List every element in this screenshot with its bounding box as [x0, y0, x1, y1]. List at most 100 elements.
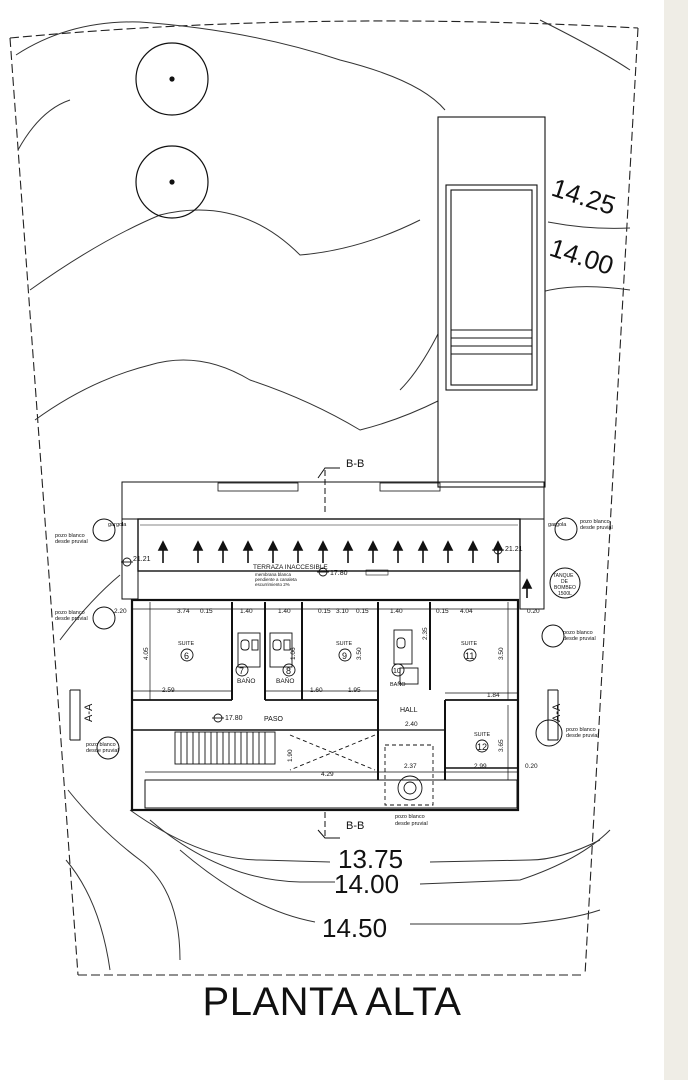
- dim-195: 1.95: [348, 687, 361, 694]
- pozo-label-5: pozo blanco: [86, 742, 116, 748]
- dim-015-d: 0.15: [436, 608, 449, 615]
- level-1780-terrace: 17.80: [330, 570, 348, 577]
- tanque-label-3: BOMBEO: [554, 585, 576, 591]
- room-label-suite-6: SUITE: [178, 641, 195, 647]
- floor-plan-drawing: 14.25 14.00 13.75 14.00 14.50: [9, 19, 639, 976]
- gargola-label-right: gargola: [548, 522, 567, 528]
- pool-block: [437, 116, 546, 488]
- pozo-sub-3: desde pruvial: [55, 616, 88, 622]
- room-label-bano-7: BAÑO: [237, 676, 255, 685]
- pozo-label-6: pozo blanco: [566, 727, 596, 733]
- dimension-lines: [132, 602, 518, 780]
- tree-center-1: [169, 76, 175, 82]
- section-bb-bottom: B-B: [346, 820, 364, 832]
- side-margin-strip: [664, 0, 688, 1080]
- room-label-bano-8: BAÑO: [276, 676, 294, 685]
- terrace-label: TERRAZA INACCESIBLE: [253, 564, 328, 571]
- pozo-sub-7: desde pruvial: [395, 821, 428, 827]
- dim-140-c: 1.40: [390, 608, 403, 615]
- contour-label-1375: 13.75: [338, 844, 403, 874]
- level-2121-right: 21.21: [505, 546, 523, 553]
- dim-350-a: 3.50: [356, 647, 363, 660]
- pozo-label-7: pozo blanco: [395, 814, 425, 820]
- room-num-12: 12: [477, 742, 487, 752]
- room-label-suite-12: SUITE: [474, 732, 491, 738]
- gargola-label-left: gargola: [108, 522, 127, 528]
- dim-259: 2.59: [162, 687, 175, 694]
- section-lines: [69, 467, 559, 839]
- section-aa-left: A-A: [83, 703, 95, 722]
- section-aa-right: A-A: [551, 703, 563, 722]
- dim-405: 4.05: [143, 647, 150, 660]
- dim-160: 1.60: [310, 687, 323, 694]
- dim-240: 2.40: [405, 721, 418, 728]
- pozo-label-2: pozo blanco: [580, 519, 610, 525]
- dim-299: 2.99: [474, 763, 487, 770]
- dim-374: 3.74: [177, 608, 190, 615]
- room-num-6: 6: [184, 651, 189, 661]
- room-num-9: 9: [342, 651, 347, 661]
- terrace-note-3: escurrimiento 2%: [255, 582, 290, 587]
- dim-140-b: 1.40: [278, 608, 291, 615]
- staircase: [174, 731, 376, 771]
- contour-label-1400-top: 14.00: [546, 232, 617, 281]
- room-number-circles: [180, 648, 489, 753]
- room-label-hall: HALL: [400, 707, 418, 714]
- pozo-sub-2: desde pruvial: [580, 525, 613, 531]
- building-outline: [121, 481, 545, 812]
- room-num-10: 10: [393, 668, 401, 675]
- dim-015-b: 0.15: [318, 608, 331, 615]
- level-1780-paso: 17.80: [225, 715, 243, 722]
- terrace-slope-arrows: [157, 540, 533, 598]
- tree-symbols: [135, 42, 209, 219]
- hall-shaft: [384, 744, 434, 806]
- dim-184: 1.84: [487, 692, 500, 699]
- terrace-note-2: pendiente a canaleta: [255, 577, 297, 582]
- terrace-note-1: membrana blanca: [255, 572, 292, 577]
- dim-190: 1.90: [287, 749, 294, 762]
- contour-lines: [15, 19, 631, 971]
- room-label-suite-11: SUITE: [461, 641, 478, 647]
- dim-015-a: 0.15: [200, 608, 213, 615]
- level-markers: [121, 545, 504, 723]
- room-num-7: 7: [239, 666, 244, 676]
- bath-fixtures: [237, 629, 419, 685]
- level-2121-left: 21.21: [133, 556, 151, 563]
- pozo-sub-1: desde pruvial: [55, 539, 88, 545]
- dim-235: 2.35: [422, 627, 429, 640]
- pozo-label-3: pozo blanco: [55, 610, 85, 616]
- pozo-sub-4: desde pruvial: [563, 636, 596, 642]
- pozo-circles: [92, 517, 581, 760]
- tanque-label-1: TANQUE: [553, 573, 574, 579]
- dim-350-b: 3.50: [498, 647, 505, 660]
- dim-140-a: 1.40: [240, 608, 253, 615]
- room-label-paso: PASO: [264, 716, 283, 723]
- contour-label-1425: 14.25: [548, 172, 619, 221]
- dim-365: 3.65: [498, 739, 505, 752]
- pozo-sub-5: desde pruvial: [86, 748, 119, 754]
- dim-310: 3.10: [336, 608, 349, 615]
- drawing-title: PLANTA ALTA: [202, 980, 462, 1024]
- pozo-sub-6: desde pruvial: [566, 733, 599, 739]
- dim-106: 1.06: [290, 647, 297, 660]
- site-boundary: [9, 20, 639, 976]
- room-num-8: 8: [286, 666, 291, 676]
- pozo-label-1: pozo blanco: [55, 533, 85, 539]
- room-label-bano-10: BAÑO: [390, 681, 406, 688]
- tree-center-2: [169, 179, 175, 185]
- dim-237: 2.37: [404, 763, 417, 770]
- contour-label-1400-bottom: 14.00: [334, 869, 399, 899]
- dim-020-b: 0.20: [525, 763, 538, 770]
- room-label-suite-9: SUITE: [336, 641, 353, 647]
- terrace-tag: [365, 569, 389, 576]
- dim-404: 4.04: [460, 608, 473, 615]
- tanque-label-2: DE: [561, 579, 569, 585]
- dim-015-c: 0.15: [356, 608, 369, 615]
- dim-020-a: 0.20: [527, 608, 540, 615]
- tanque-label-4: 1500L: [558, 591, 572, 597]
- contour-label-1450: 14.50: [322, 913, 387, 943]
- dim-220: 2.20: [114, 608, 127, 615]
- dim-429: 4.29: [321, 771, 334, 778]
- room-num-11: 11: [465, 651, 474, 661]
